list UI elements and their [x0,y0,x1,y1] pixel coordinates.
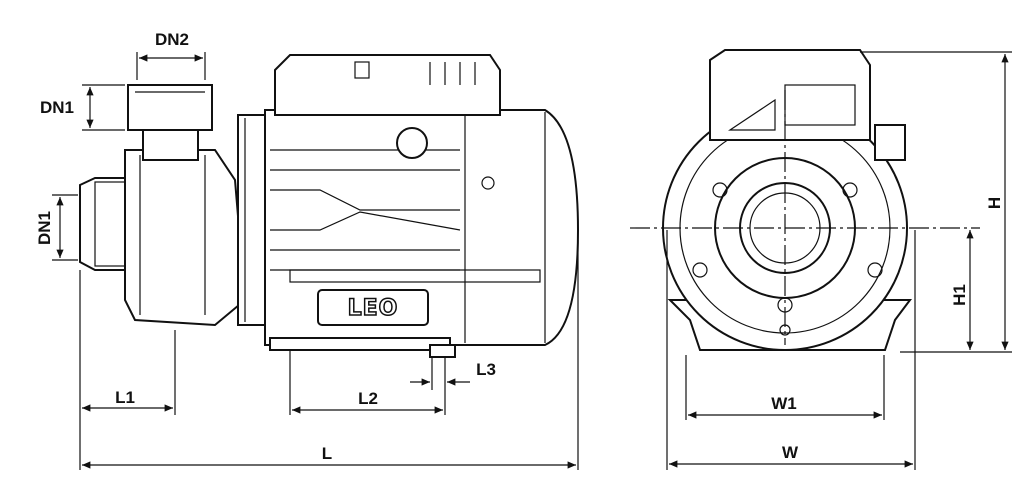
label-l: L [322,444,332,463]
label-l1: L1 [115,388,135,407]
label-l3: L3 [476,360,496,379]
dimension-lines [52,51,1012,470]
dimension-labels: DN2 DN1 DN1 L1 L2 L3 L W1 W H H1 [35,30,1004,463]
pump-side-view: LEO [79,54,580,358]
label-dn1-side: DN1 [35,211,54,245]
motor-fins [270,149,541,283]
label-w: W [782,443,799,462]
label-w1: W1 [771,394,797,413]
label-l2: L2 [358,389,378,408]
label-dn1-top: DN1 [40,98,74,117]
label-h1: H1 [950,284,969,306]
pump-front-view [630,49,980,351]
label-h: H [985,197,1004,209]
brand-logo: LEO [348,296,399,321]
label-dn2: DN2 [155,30,189,49]
